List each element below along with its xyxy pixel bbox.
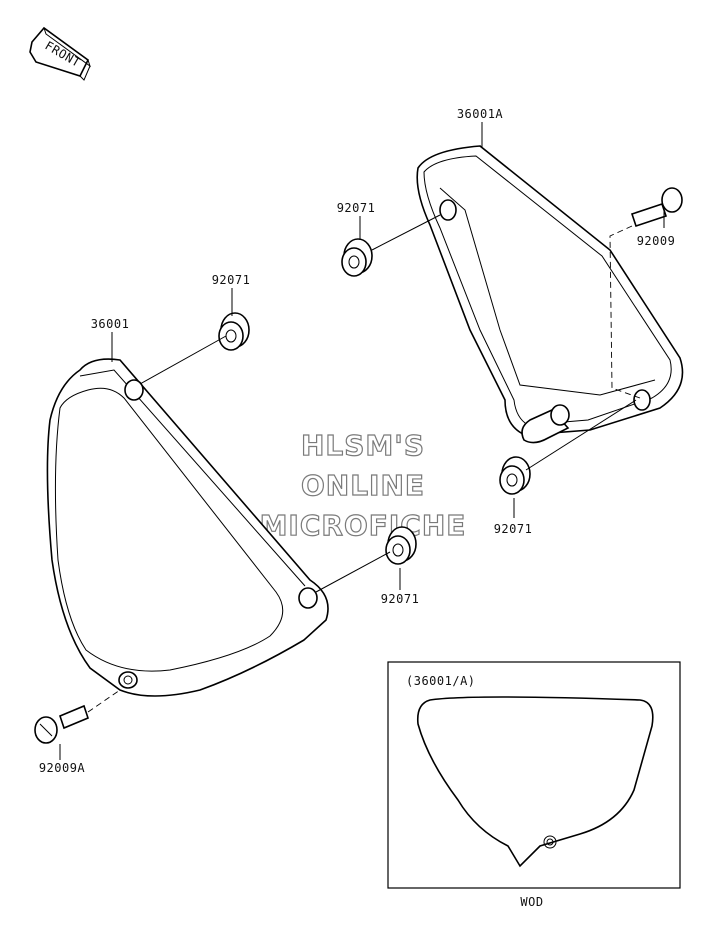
grommet-right-lower bbox=[499, 456, 531, 495]
label-36001A: 36001A bbox=[457, 107, 504, 121]
label-92009A: 92009A bbox=[39, 761, 86, 775]
grommet-left-upper bbox=[218, 312, 250, 351]
leader-lines bbox=[59, 122, 665, 760]
label-92009: 92009 bbox=[637, 234, 676, 248]
watermark-line-3: MICROFICHE bbox=[260, 509, 467, 542]
side-cover-right bbox=[416, 145, 684, 444]
label-92071-left-upper: 92071 bbox=[212, 273, 251, 287]
front-arrow-icon: FRONT bbox=[29, 26, 91, 81]
inset-caption: WOD bbox=[520, 895, 543, 909]
label-92071-upper: 92071 bbox=[337, 201, 376, 215]
grommet-left-lower bbox=[385, 526, 417, 565]
inset-panel: (36001/A) WOD bbox=[387, 661, 681, 909]
watermark-line-1: HLSM'S bbox=[301, 429, 425, 462]
inset-title: (36001/A) bbox=[406, 674, 476, 688]
grommet-upper-right bbox=[341, 238, 373, 277]
label-92071-left-lower: 92071 bbox=[381, 592, 420, 606]
watermark-line-2: ONLINE bbox=[301, 469, 425, 502]
watermark: HLSM'S ONLINE MICROFICHE bbox=[259, 428, 467, 542]
bolt-92009 bbox=[630, 187, 683, 228]
label-36001: 36001 bbox=[91, 317, 130, 331]
side-cover-left bbox=[46, 358, 329, 697]
bolt-92009A bbox=[34, 704, 89, 744]
label-92071-right-lower: 92071 bbox=[494, 522, 533, 536]
